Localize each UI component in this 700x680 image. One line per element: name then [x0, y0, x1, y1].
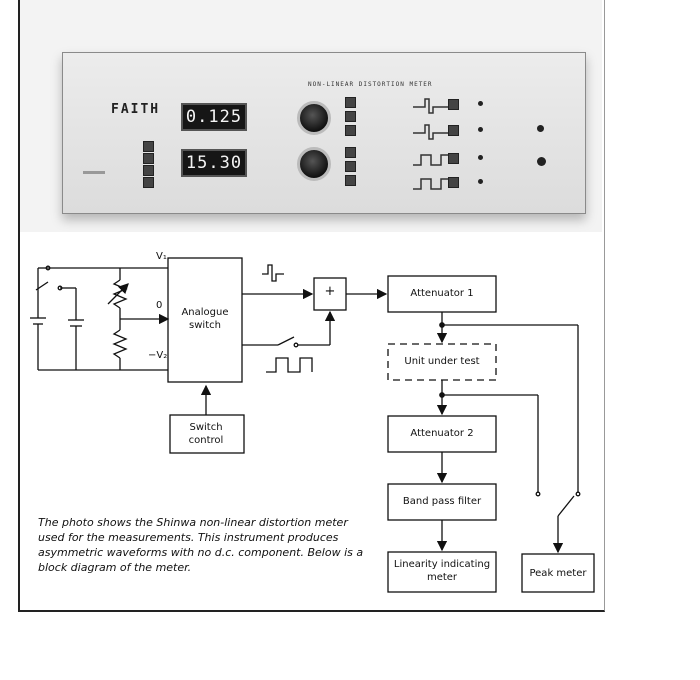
panel-marking [83, 171, 105, 174]
analogue-switch-label: Analogue switch [181, 307, 229, 331]
brand-logo: FAITH [111, 102, 161, 117]
switch-control-label: Switch control [188, 422, 224, 446]
figure-caption: The photo shows the Shinwa non-linear di… [38, 516, 364, 574]
panel-button [345, 125, 356, 136]
square-wave-icon [413, 178, 451, 190]
linearity-meter-block [387, 551, 497, 593]
panel-button [345, 175, 356, 186]
panel-button [345, 111, 356, 122]
panel-button [448, 99, 459, 110]
panel-button [345, 161, 356, 172]
panel-button [448, 177, 459, 188]
square-wave-icon [413, 154, 451, 166]
signal-label-v2: −V₂ [148, 350, 168, 361]
potentiometer [48, 267, 170, 371]
indicator-led [537, 125, 544, 132]
panel-button [143, 177, 154, 188]
instrument-photo: FAITH NON-LINEAR DISTORTION METER 0.125 … [20, 0, 602, 232]
pulse-waveform [262, 264, 284, 282]
linearity-meter-label: Linearity indicating meter [393, 559, 491, 583]
main-signal-path [436, 312, 581, 497]
battery-source [30, 265, 120, 371]
display-bottom: 15.30 [181, 149, 247, 177]
panel-button [143, 165, 154, 176]
attenuator2-label: Attenuator 2 [410, 428, 474, 439]
unit-under-test-label: Unit under test [404, 356, 480, 367]
switch-control-block [169, 414, 245, 454]
signal-label-zero: 0 [156, 300, 163, 311]
peak-meter-block [521, 553, 595, 593]
band-pass-filter-label: Band pass filter [402, 496, 482, 507]
indicator-led [478, 127, 483, 132]
uut-output-path [436, 380, 541, 497]
lower-knob [297, 147, 331, 181]
pulse-wave-icon [413, 124, 453, 140]
switched-waveform-path [242, 310, 336, 373]
analogue-switch-block [167, 257, 243, 383]
attenuator1-label: Attenuator 1 [410, 288, 474, 299]
upper-knob [297, 101, 331, 135]
panel-button [345, 97, 356, 108]
peak-meter-label: Peak meter [529, 568, 587, 579]
indicator-led [478, 179, 483, 184]
pulse-wave-icon [413, 98, 453, 114]
panel-button [143, 153, 154, 164]
display-top: 0.125 [181, 103, 247, 131]
peak-meter-selector-switch [552, 495, 575, 554]
indicator-led [537, 157, 546, 166]
panel-button [448, 153, 459, 164]
panel-button [345, 147, 356, 158]
panel-button [448, 125, 459, 136]
instrument-front-panel: FAITH NON-LINEAR DISTORTION METER 0.125 … [62, 52, 586, 214]
indicator-led [478, 101, 483, 106]
panel-button [143, 141, 154, 152]
signal-label-v1: V₁ [156, 251, 167, 262]
panel-title: NON-LINEAR DISTORTION METER [308, 81, 433, 88]
figure-frame [18, 0, 605, 612]
indicator-led [478, 155, 483, 160]
summer-label: + [324, 284, 336, 299]
